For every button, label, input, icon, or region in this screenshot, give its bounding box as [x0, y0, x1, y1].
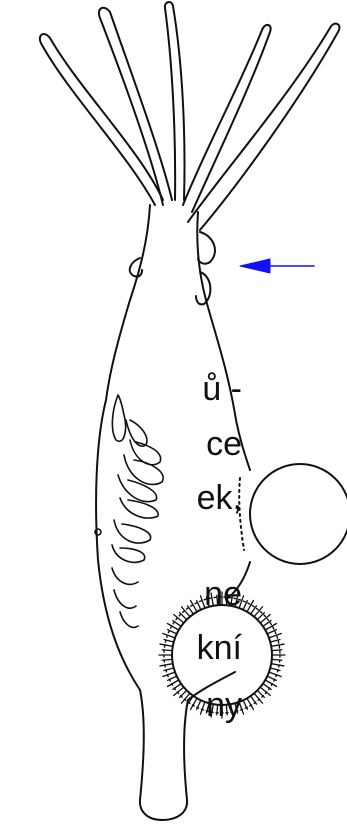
spiky-ovum: [159, 592, 285, 718]
ovum-spike: [271, 644, 284, 646]
ovum-spike: [257, 613, 264, 620]
ovum-spike: [162, 659, 172, 660]
ovum-spike: [272, 650, 282, 651]
hydra-body: [96, 205, 250, 820]
ovum-spike: [188, 606, 194, 614]
ovum-spike: [267, 676, 276, 680]
ovum-spike: [160, 644, 173, 646]
ovum-spike: [162, 650, 172, 651]
ovum-spike: [239, 596, 243, 608]
ovum-spike: [217, 595, 218, 605]
ovum-spike: [200, 596, 204, 608]
ovum-spike: [247, 698, 254, 709]
ovum-spike: [160, 664, 173, 666]
body-folds: [95, 395, 163, 627]
ovum-spike: [263, 684, 271, 690]
ovum-spike: [211, 704, 213, 717]
ovum-spike: [269, 633, 281, 637]
ovum-spike: [226, 705, 227, 715]
ovum-spike: [231, 704, 233, 717]
ovum-spike: [257, 690, 264, 697]
ovum-spike: [269, 672, 281, 676]
ovum-spike: [180, 690, 187, 697]
ovum-spike: [226, 595, 227, 605]
ovum-spike: [271, 664, 284, 666]
tentacles: [40, 2, 340, 230]
ovum-spike: [163, 633, 175, 637]
ovum-spike: [173, 684, 181, 690]
ovum-spike: [211, 593, 213, 606]
ovum-spike: [200, 702, 204, 714]
ovum-spike: [217, 705, 218, 715]
ovum-spike: [167, 624, 178, 631]
ovum-spike: [180, 613, 187, 620]
right-ovum: [239, 464, 347, 564]
ovum-spike: [239, 702, 243, 714]
ovum-spike: [163, 672, 175, 676]
ovum-spike: [272, 659, 282, 660]
pointer-arrow: [240, 259, 314, 273]
ovum-spike: [168, 676, 177, 680]
ovum-spike: [191, 698, 198, 709]
